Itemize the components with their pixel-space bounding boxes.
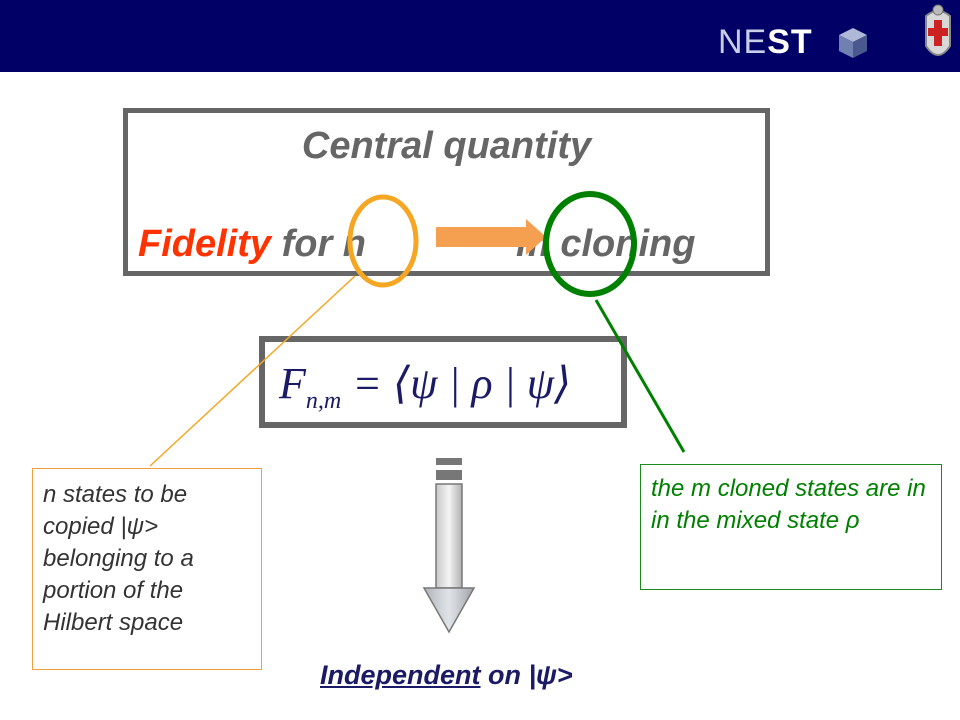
- arrow-shaft: [436, 227, 528, 247]
- logo-text-a: NE: [718, 23, 768, 61]
- cube-logo-icon: [839, 28, 867, 58]
- green-circle: [543, 191, 637, 297]
- formula-subscript: n,m: [305, 387, 342, 414]
- orange-pointer-line: [149, 275, 356, 467]
- fidelity-word: Fidelity: [138, 223, 272, 265]
- arrow-head: [526, 219, 546, 255]
- on-psi: on |ψ>: [480, 660, 573, 690]
- orange-circle: [347, 194, 419, 288]
- independence-caption: Independent on |ψ>: [320, 660, 620, 691]
- fidelity-formula: Fn,m = ⟨ψ | ρ | ψ⟩: [279, 358, 571, 415]
- header-bar: NEST: [0, 0, 960, 72]
- fidelity-formula-box: Fn,m = ⟨ψ | ρ | ψ⟩: [259, 336, 627, 428]
- independent-word: Independent: [320, 660, 481, 690]
- crest-icon: [925, 4, 951, 56]
- formula-lhs: F: [279, 359, 306, 408]
- note-input-states: n states to be copied |ψ> belonging to a…: [32, 468, 262, 670]
- note-cloned-states: the m cloned states are in in the mixed …: [640, 464, 942, 590]
- green-pointer-line: [594, 299, 686, 453]
- logo-text-b: ST: [767, 23, 813, 61]
- formula-rhs: = ⟨ψ | ρ | ψ⟩: [341, 359, 572, 408]
- nest-logo: NEST: [718, 24, 813, 60]
- down-arrow-icon: [422, 458, 476, 634]
- title-line-1: Central quantity: [301, 125, 592, 167]
